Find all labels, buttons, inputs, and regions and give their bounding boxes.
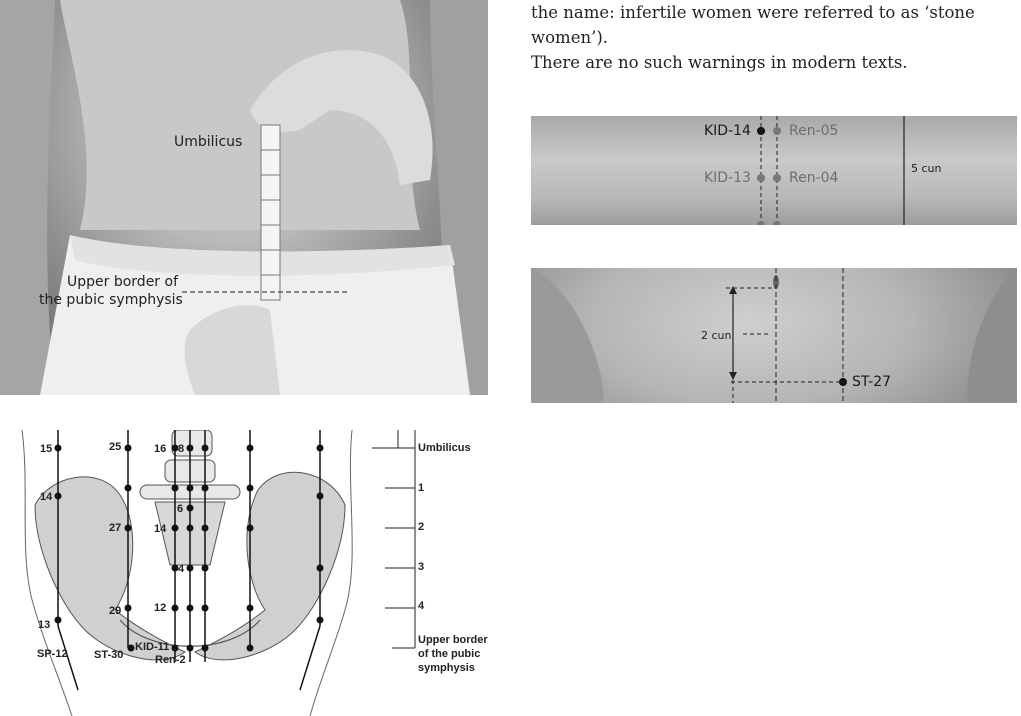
five-cun-label: 5 cun <box>911 162 942 175</box>
point-label-sp12: SP-12 <box>37 648 68 660</box>
st27-photo-drawing <box>531 268 1017 403</box>
point-label-kid11: KID-11 <box>135 641 170 653</box>
point-label-4: 4 <box>178 563 185 575</box>
kid14-label: KID-14 <box>704 123 751 139</box>
abdomen-photo-drawing <box>0 0 488 395</box>
point-label-8: 8 <box>178 443 185 455</box>
ren04-label: Ren-04 <box>789 170 839 186</box>
pelvis-diagram <box>21 430 416 716</box>
scale-label-4: 4 <box>418 600 425 612</box>
scale-label-1: 1 <box>418 482 425 494</box>
point-label-16: 16 <box>154 443 167 455</box>
st27-point <box>839 378 847 386</box>
ren05-label: Ren-05 <box>789 123 839 139</box>
st27-photo: 2 cun ST-27 <box>531 268 1017 403</box>
abdomen-points-photo: KID-14 Ren-05 KID-13 Ren-04 5 cun <box>531 116 1017 225</box>
pubic-border-label-2: the pubic symphysis <box>39 292 183 308</box>
point-label-14a: 14 <box>40 491 53 503</box>
scale-label-2: 2 <box>418 521 425 533</box>
abdomen-measuring-photo: Umbilicus Upper border of the pubic symp… <box>0 0 488 395</box>
point-label-13: 13 <box>38 619 51 631</box>
scale-label-upper-border-1: Upper border <box>418 634 488 646</box>
ren04-point <box>773 174 781 182</box>
point-label-27: 27 <box>109 522 122 534</box>
point-label-6: 6 <box>177 503 184 515</box>
kid14-point <box>757 127 765 135</box>
scale-label-3: 3 <box>418 561 425 573</box>
kid13-label: KID-13 <box>704 170 751 186</box>
scale-label-upper-border-2: of the pubic <box>418 648 481 660</box>
st27-label: ST-27 <box>852 374 892 390</box>
point-label-ren2: Ren-2 <box>155 654 186 666</box>
point-label-14b: 14 <box>154 523 167 535</box>
pubic-border-label-1: Upper border of <box>67 274 179 290</box>
points-photo-drawing <box>757 116 905 225</box>
point-label-12: 12 <box>154 602 167 614</box>
kid13-point <box>757 174 765 182</box>
point-label-25: 25 <box>109 441 122 453</box>
point-label-15: 15 <box>40 443 53 455</box>
two-cun-label: 2 cun <box>701 329 732 342</box>
body-text-line-1: the name: infertile women were referred … <box>531 3 975 47</box>
point-label-29: 29 <box>109 605 122 617</box>
scale-label-umbilicus: Umbilicus <box>418 442 471 454</box>
umbilicus-label: Umbilicus <box>174 134 243 150</box>
ren05-point <box>773 127 781 135</box>
body-text-line-2: There are no such warnings in modern tex… <box>531 53 908 72</box>
body-text: the name: infertile women were referred … <box>531 0 1017 75</box>
point-label-st30: ST-30 <box>94 649 124 661</box>
scale-label-upper-border-3: symphysis <box>418 662 475 674</box>
